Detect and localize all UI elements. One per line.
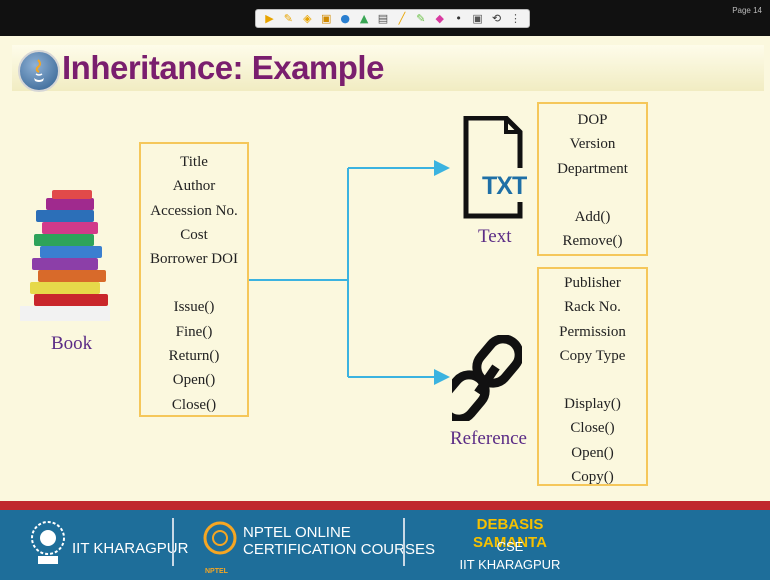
more-icon[interactable]: ⋮ xyxy=(509,12,521,25)
highlighter-icon[interactable]: ◈ xyxy=(303,12,312,25)
pointer-icon[interactable]: ▶ xyxy=(265,12,274,25)
footer-separator xyxy=(403,518,405,566)
book-attribute: Title xyxy=(180,154,208,170)
title-bar xyxy=(12,45,764,91)
book-attribute: Accession No. xyxy=(150,202,238,219)
iit-emblem-icon xyxy=(28,518,68,566)
book-label: Book xyxy=(51,333,93,354)
spacer xyxy=(539,181,646,205)
screen-icon[interactable]: ▣ xyxy=(472,12,483,25)
text-method: Remove() xyxy=(562,233,623,250)
nptel-badge: NPTEL xyxy=(205,568,228,575)
book-class-box: Title Author Accession No. Cost Borrower… xyxy=(139,142,249,417)
reference-attribute: Permission xyxy=(559,323,626,340)
presenter-institute: IIT KHARAGPUR xyxy=(459,557,561,572)
line-icon[interactable]: ╱ xyxy=(398,12,406,25)
spacer xyxy=(539,368,646,392)
text-attribute: DOP xyxy=(577,112,608,128)
txt-icon-text: TXT xyxy=(482,172,527,200)
reference-method: Open() xyxy=(571,444,614,461)
book-method: Open() xyxy=(172,372,216,389)
footer-accent-line xyxy=(0,501,770,510)
annotation-toolbar: ▶ ✎ ◈ ▣ ● ▲ ▤ ╱ ✎ ◆ • ▣ ⟲ ⋮ xyxy=(255,9,530,28)
text-method: Add() xyxy=(574,208,611,225)
slide-title: Inheritance: Example xyxy=(62,49,384,86)
footer-separator xyxy=(172,518,174,566)
text-attribute: Version xyxy=(569,136,616,153)
book-method: Issue() xyxy=(173,299,215,316)
txt-file-icon: TXT xyxy=(462,115,527,220)
footer-institute: IIT KHARAGPUR xyxy=(72,540,189,557)
shape-icon[interactable]: ◆ xyxy=(435,12,444,25)
marker-icon[interactable]: ✎ xyxy=(416,12,426,25)
reference-method: Copy() xyxy=(571,469,614,486)
dot-icon[interactable]: • xyxy=(455,12,462,25)
reference-label: Reference xyxy=(450,428,527,449)
stamp-icon[interactable]: ▲ xyxy=(359,12,369,25)
presenter-dept: CSE xyxy=(496,539,524,554)
page-number: Page 14 xyxy=(732,6,762,15)
pen-icon[interactable]: ✎ xyxy=(283,12,293,25)
text-label: Text xyxy=(478,226,512,247)
book-attribute: Cost xyxy=(180,226,208,243)
reference-attribute: Publisher xyxy=(564,275,621,291)
book-attribute: Author xyxy=(172,178,216,195)
top-bar: ▶ ✎ ◈ ▣ ● ▲ ▤ ╱ ✎ ◆ • ▣ ⟲ ⋮ Page 14 xyxy=(0,0,770,36)
reference-method: Close() xyxy=(570,420,615,437)
text-tool-icon[interactable]: ▤ xyxy=(377,12,389,25)
laser-icon[interactable]: ● xyxy=(340,12,350,25)
java-logo-icon xyxy=(18,50,60,92)
text-class-box: DOP Version Department Add() Remove() xyxy=(537,102,648,256)
reference-method: Display() xyxy=(564,396,621,413)
nptel-line-2: CERTIFICATION COURSES xyxy=(243,541,435,558)
reference-class-box: Publisher Rack No. Permission Copy Type … xyxy=(537,267,648,486)
book-method: Close() xyxy=(171,396,217,413)
book-method: Fine() xyxy=(175,323,213,340)
footer: IIT KHARAGPUR NPTEL NPTEL ONLINE CERTIFI… xyxy=(0,510,770,580)
chain-link-icon xyxy=(438,334,524,424)
book-method: Return() xyxy=(168,348,220,365)
nptel-line-1: NPTEL ONLINE xyxy=(243,524,351,541)
undo-icon[interactable]: ⟲ xyxy=(491,12,502,25)
reference-attribute: Copy Type xyxy=(559,347,626,364)
text-attribute: Department xyxy=(557,160,628,177)
book-attribute: Borrower DOI xyxy=(150,251,238,268)
book-stack-icon xyxy=(12,188,120,323)
nptel-logo-icon xyxy=(202,518,238,566)
presenter-name: DEBASIS SAMANTA xyxy=(473,516,547,551)
eraser-icon[interactable]: ▣ xyxy=(321,12,332,25)
reference-attribute: Rack No. xyxy=(564,299,621,316)
